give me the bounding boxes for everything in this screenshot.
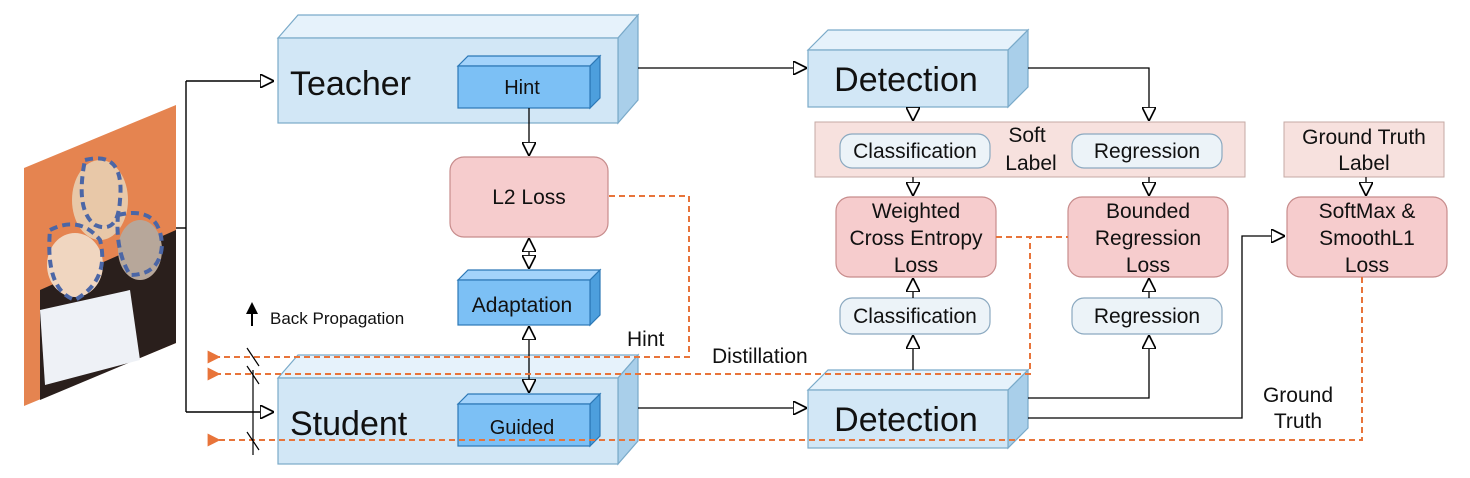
ground-truth-label-box: Ground Truth Label	[1283, 121, 1445, 178]
soft-label-text-2: Label	[1005, 152, 1056, 175]
hint-path-label: Hint	[627, 328, 665, 351]
back-propagation-legend: Back Propagation	[246, 302, 404, 328]
wce-loss-line-2: Cross Entropy	[849, 227, 983, 250]
detection-top-label: Detection	[834, 61, 978, 99]
regression-top-pill: Regression	[1071, 133, 1223, 169]
path-tick-marks	[246, 347, 260, 455]
up-arrow-icon	[246, 302, 258, 326]
brl-loss-line-3: Loss	[1126, 254, 1170, 277]
softmax-loss-line-3: Loss	[1345, 254, 1389, 277]
ground-truth-label-line-2: Label	[1338, 152, 1389, 175]
hint-backprop-path	[207, 195, 690, 364]
ground-truth-backprop-path	[207, 277, 1363, 447]
classification-bottom-pill: Classification	[839, 297, 991, 335]
l2-loss-box: L2 Loss	[449, 156, 609, 238]
adaptation-block: Adaptation	[456, 268, 602, 327]
l2-loss-label: L2 Loss	[492, 186, 566, 209]
guided-label: Guided	[490, 417, 555, 439]
input-connectors	[176, 81, 274, 412]
teacher-block: Teacher	[276, 13, 640, 125]
wce-loss-line-3: Loss	[894, 254, 938, 277]
ground-truth-label-line-1: Ground Truth	[1302, 126, 1426, 149]
input-image	[24, 105, 176, 406]
teacher-label: Teacher	[290, 65, 411, 103]
student-label: Student	[290, 405, 408, 443]
detection-bottom-label: Detection	[834, 401, 978, 439]
hint-label: Hint	[504, 77, 540, 99]
student-detection-arrows	[913, 236, 1285, 419]
detection-bottom-block: Detection	[806, 368, 1030, 450]
hint-block: Hint	[456, 54, 602, 110]
ground-truth-path-label-1: Ground	[1263, 384, 1333, 407]
distillation-path-label: Distillation	[712, 345, 808, 368]
brl-loss-box: Bounded Regression Loss	[1067, 196, 1229, 278]
ground-truth-path-label-2: Truth	[1274, 410, 1322, 433]
regression-bottom-pill: Regression	[1071, 297, 1223, 335]
soft-label-text-1: Soft	[1008, 124, 1046, 147]
detection-top-block: Detection	[806, 28, 1030, 109]
classification-bottom-label: Classification	[853, 305, 977, 328]
guided-block: Guided	[456, 392, 602, 448]
back-propagation-text: Back Propagation	[270, 309, 404, 328]
detection-to-pills-arrows	[913, 67, 1149, 196]
softmax-loss-line-2: SmoothL1	[1319, 227, 1415, 250]
adaptation-label: Adaptation	[472, 294, 572, 317]
backbone-to-detection-arrows	[638, 68, 807, 408]
distillation-backprop-path	[207, 236, 1031, 381]
backprop-paths	[207, 195, 1363, 447]
regression-bottom-label: Regression	[1094, 305, 1200, 328]
softmax-loss-line-1: SoftMax &	[1319, 200, 1416, 223]
regression-top-label: Regression	[1094, 140, 1200, 163]
softmax-loss-box: SoftMax & SmoothL1 Loss	[1286, 196, 1448, 278]
classification-top-label: Classification	[853, 140, 977, 163]
classification-top-pill: Classification	[839, 133, 991, 169]
wce-loss-box: Weighted Cross Entropy Loss	[835, 196, 997, 278]
brl-loss-line-1: Bounded	[1106, 200, 1190, 223]
brl-loss-line-2: Regression	[1095, 227, 1201, 250]
wce-loss-line-1: Weighted	[872, 200, 960, 223]
